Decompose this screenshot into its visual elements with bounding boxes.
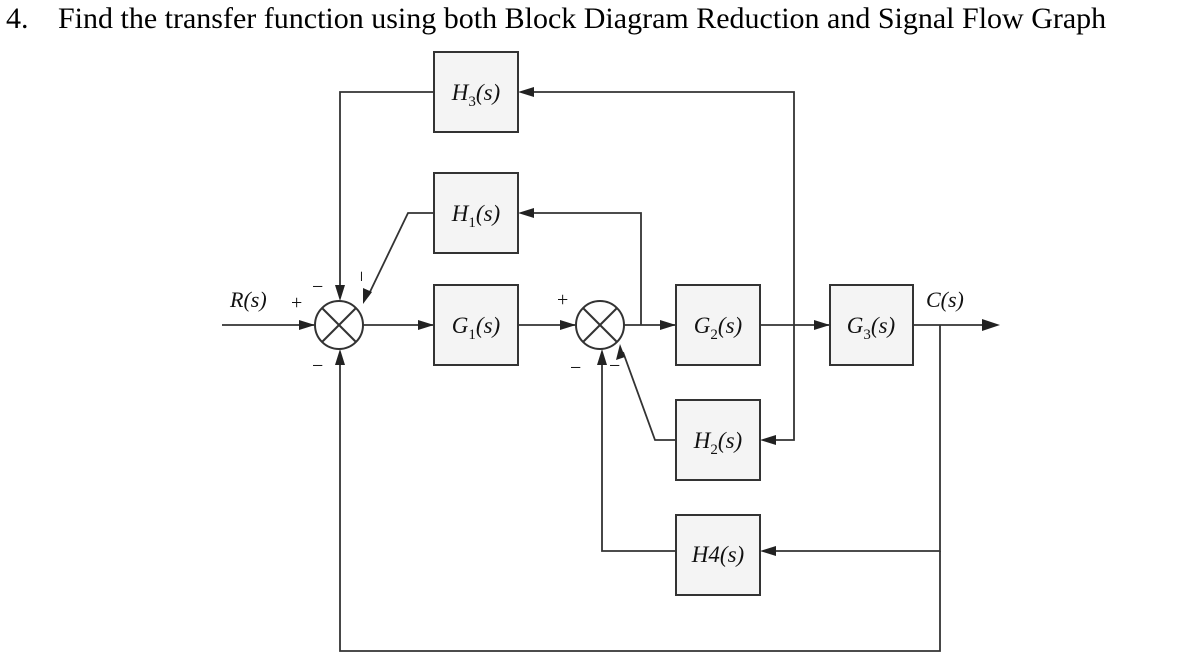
block-h1-label: H1(s) <box>451 201 500 231</box>
arrowheads <box>299 87 1000 556</box>
block-h4: H4(s) <box>675 514 761 596</box>
wire-h1-feedback-out <box>367 212 434 297</box>
sign-sum1-unity-minus: − <box>312 355 323 377</box>
summing-junction-2 <box>575 300 625 350</box>
block-h2-label: H2(s) <box>693 428 742 458</box>
arrowhead-h4-to-sum2 <box>597 349 607 365</box>
arrowhead-into-h3 <box>518 87 534 97</box>
arrowhead-into-g1 <box>418 320 434 330</box>
block-h3-label: H3(s) <box>451 80 500 110</box>
sign-sum2-h4-minus: − <box>570 357 581 379</box>
arrowhead-into-sum2 <box>560 320 576 330</box>
block-g1: G1(s) <box>433 284 519 366</box>
arrowhead-unity-to-sum1 <box>335 349 345 365</box>
arrowhead-into-h2 <box>760 435 776 445</box>
block-g2-label: G2(s) <box>694 313 742 343</box>
wire-h4-feedback-out <box>601 360 676 552</box>
sign-sum2-h2-minus: − <box>609 355 620 377</box>
wire-h1-feedback-in <box>526 212 642 325</box>
block-h4-label: H4(s) <box>691 542 744 567</box>
arrowhead-into-h1 <box>518 208 534 218</box>
block-g3: G3(s) <box>829 284 914 366</box>
sign-sum2-g1-plus: + <box>557 289 568 311</box>
sign-sum1-h1-minus: − <box>351 271 373 282</box>
arrowhead-into-g2 <box>660 320 676 330</box>
question-text: Find the transfer function using both Bl… <box>58 2 1107 35</box>
block-g2: G2(s) <box>675 284 761 366</box>
arrowhead-h1-to-sum1 <box>363 288 372 304</box>
wire-h3-feedback-in <box>526 91 795 325</box>
arrowhead-into-sum1 <box>299 320 315 330</box>
signal-wires <box>222 91 990 652</box>
junction-signs: + − − − + − − <box>291 271 620 379</box>
question-heading: 4. Find the transfer function using both … <box>6 2 1106 36</box>
arrowhead-h2-to-sum2 <box>616 344 625 360</box>
wire-unity-feedback <box>339 360 941 652</box>
sign-sum1-input-plus: + <box>291 292 302 314</box>
sign-sum1-h3-minus: − <box>312 276 323 298</box>
wire-h3-feedback-out <box>339 91 434 292</box>
arrowhead-into-g3 <box>814 320 830 330</box>
block-h3: H3(s) <box>433 51 519 133</box>
output-signal-label: C(s) <box>926 287 964 312</box>
block-h1: H1(s) <box>433 172 519 254</box>
arrowhead-h3-to-sum1 <box>335 285 345 301</box>
wire-h2-feedback-out <box>622 351 676 441</box>
wire-h2-feedback-in <box>768 325 795 441</box>
block-g1-label: G1(s) <box>452 313 500 343</box>
block-h2: H2(s) <box>675 399 761 481</box>
arrowhead-output <box>982 319 1000 331</box>
arrowhead-into-h4 <box>760 546 776 556</box>
summing-junction-1 <box>314 300 364 350</box>
block-g3-label: G3(s) <box>847 313 895 343</box>
input-signal-label: R(s) <box>229 287 267 312</box>
question-number: 4. <box>6 2 29 35</box>
